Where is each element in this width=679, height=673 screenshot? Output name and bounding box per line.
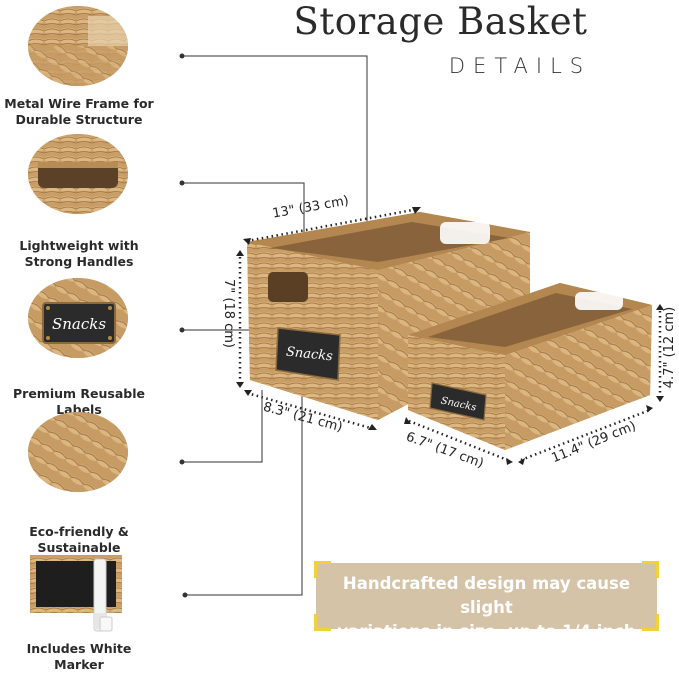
eco-weave-closeup-image <box>28 412 128 492</box>
leader-lines <box>182 55 368 596</box>
small-basket: Snacks <box>408 283 652 450</box>
label-snacks-text-2: Snacks <box>285 345 333 365</box>
banner-corner <box>314 561 331 578</box>
basket-illustration: Snacks Snacks <box>179 53 664 598</box>
disclaimer-line-2: variations in size, up to 1/4 inch <box>337 622 636 641</box>
banner-corner <box>314 614 331 631</box>
dimension-lines <box>238 207 662 463</box>
feature-label-eco-friendly: Eco-friendly & Sustainable <box>29 524 129 555</box>
page-subtitle: DETAILS <box>448 54 592 78</box>
dim-large-height: 7" (18 cm) <box>221 278 237 349</box>
feature-label-wire-frame: Metal Wire Frame for Durable Structure <box>4 96 154 127</box>
disclaimer-text: Handcrafted design may cause slight vari… <box>316 572 657 644</box>
disclaimer-line-1: Handcrafted design may cause slight <box>342 574 631 617</box>
label-snacks-text-1: Snacks <box>52 315 106 333</box>
dim-small-height: 4.7" (12 cm) <box>662 306 678 389</box>
reusable-label-closeup-image: Snacks <box>28 278 128 358</box>
feature-label-handles: Lightweight with Strong Handles <box>19 238 139 269</box>
handle-closeup-image <box>28 134 128 214</box>
banner-corner <box>642 561 659 578</box>
page-title: Storage Basket <box>293 0 588 43</box>
marker-and-label-image <box>30 555 130 637</box>
banner-corner <box>642 614 659 631</box>
disclaimer-banner: Handcrafted design may cause slight vari… <box>314 561 659 641</box>
